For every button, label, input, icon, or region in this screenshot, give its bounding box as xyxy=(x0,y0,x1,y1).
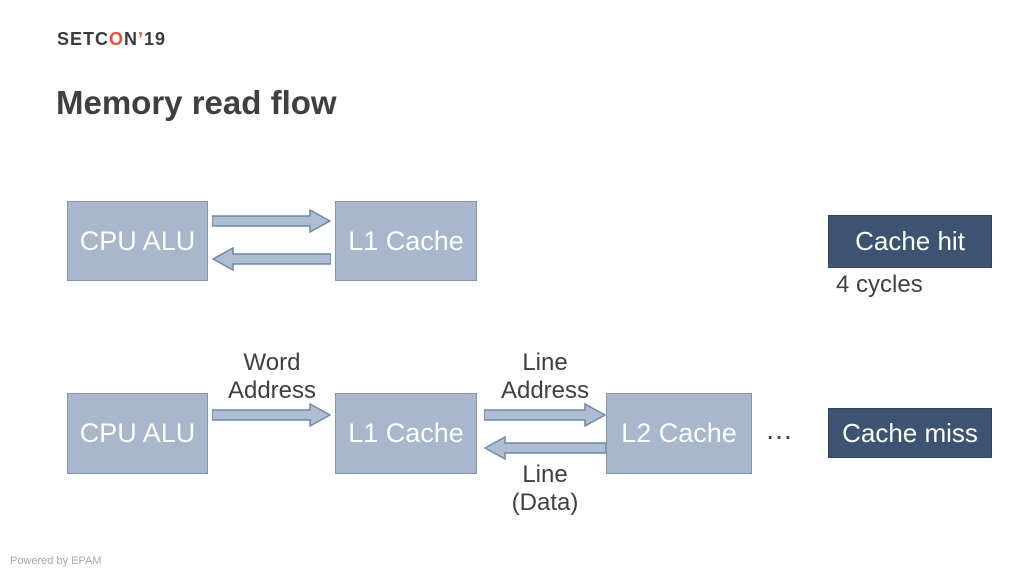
slide-title: Memory read flow xyxy=(56,84,337,121)
miss-l1-cache-box: L1 Cache xyxy=(335,393,477,474)
miss-line-address-arrow-right-icon xyxy=(484,402,606,428)
cache-hit-badge: Cache hit xyxy=(828,215,992,268)
cache-miss-badge: Cache miss xyxy=(828,408,992,458)
logo-text: SETC xyxy=(57,29,110,49)
logo-year: 19 xyxy=(144,29,167,49)
logo-apostrophe: ’ xyxy=(138,29,145,49)
hit-request-arrow-right-icon xyxy=(212,208,331,234)
miss-word-address-arrow-right-icon xyxy=(212,402,331,428)
powered-by-footer: Powered by EPAM xyxy=(10,555,102,567)
hit-latency-label: 4 cycles xyxy=(836,271,923,298)
miss-line-data-arrow-left-icon xyxy=(484,435,606,461)
setcon-logo: SETCON’19 xyxy=(57,29,166,50)
line-address-label: Line Address xyxy=(500,349,590,404)
hit-cpu-alu-box: CPU ALU xyxy=(67,201,208,281)
miss-cpu-alu-box: CPU ALU xyxy=(67,393,208,474)
logo-text: N xyxy=(124,29,139,49)
hit-response-arrow-left-icon xyxy=(212,246,331,272)
hit-l1-cache-box: L1 Cache xyxy=(335,201,477,281)
miss-l2-cache-box: L2 Cache xyxy=(606,393,752,474)
logo-o-mark: O xyxy=(109,29,125,49)
word-address-label: Word Address xyxy=(227,349,317,404)
more-levels-ellipsis: … xyxy=(765,414,795,445)
line-data-label: Line (Data) xyxy=(511,461,579,516)
